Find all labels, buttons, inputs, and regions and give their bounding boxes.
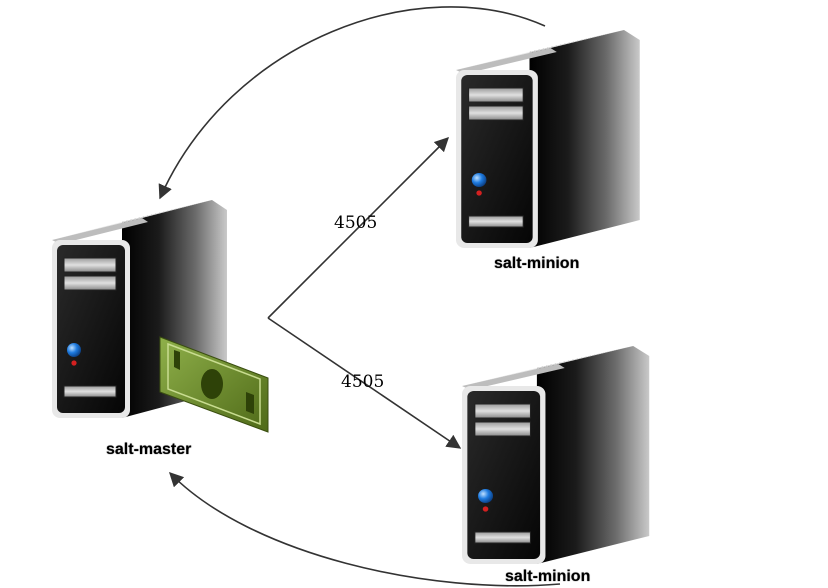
salt-minion-top-label: salt-minion bbox=[494, 255, 580, 272]
feedback-arc-top bbox=[158, 6, 546, 200]
salt-minion-top-server-icon bbox=[455, 29, 641, 249]
port-label-top: 4505 bbox=[334, 213, 378, 233]
salt-master-label: salt-master bbox=[106, 441, 192, 458]
feedback-arc-bottom bbox=[168, 471, 561, 587]
salt-minion-bottom-server-icon bbox=[461, 345, 650, 565]
edge-master-to-minion-top bbox=[267, 136, 450, 319]
salt-minion-bottom-label: salt-minion bbox=[505, 568, 591, 585]
banknote-icon bbox=[159, 336, 269, 433]
port-label-bottom: 4505 bbox=[341, 372, 385, 392]
edge-master-to-minion-bottom bbox=[267, 317, 462, 449]
